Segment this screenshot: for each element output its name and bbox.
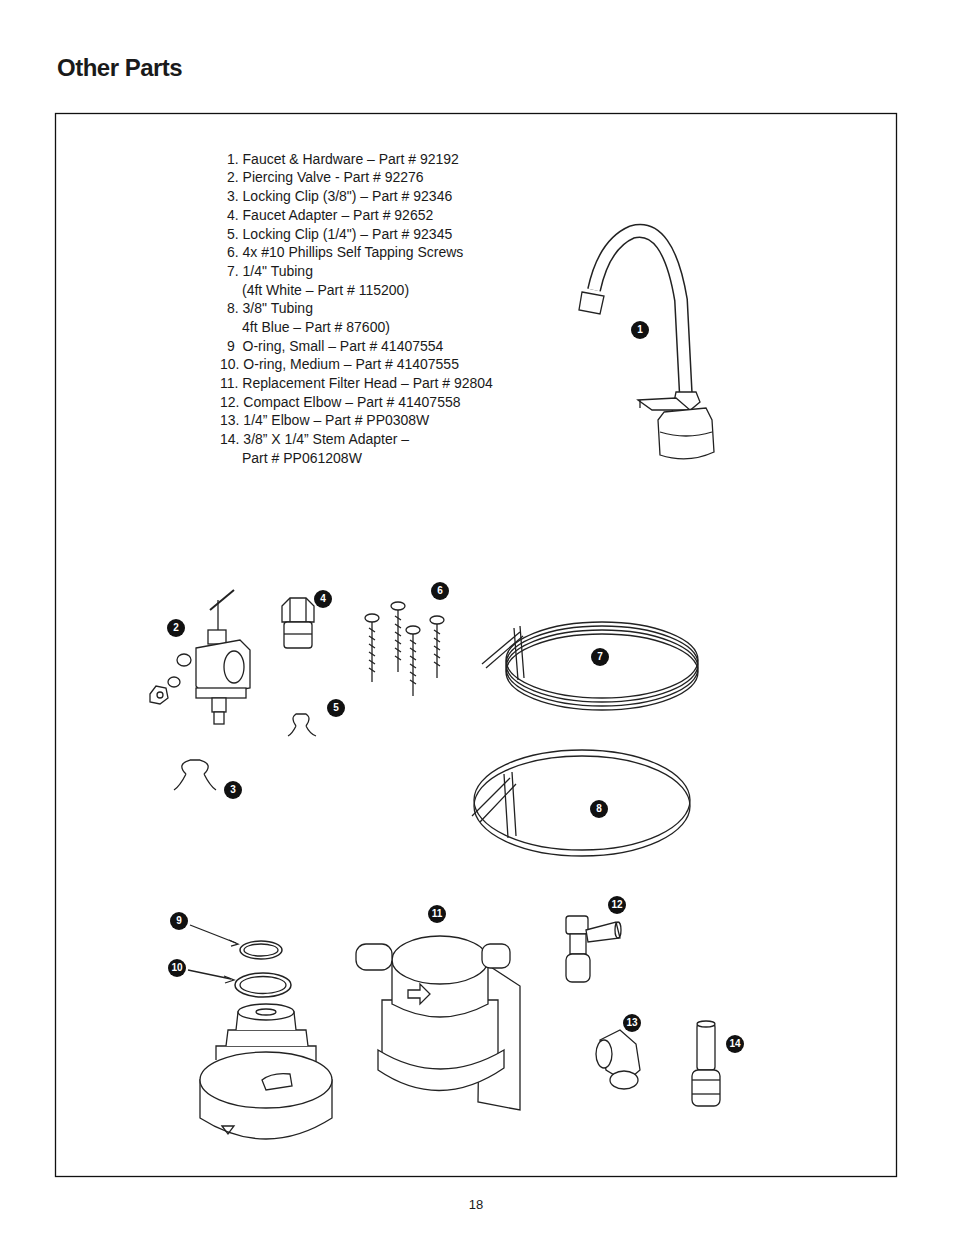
parts-list-line: 6. 4x #10 Phillips Self Tapping Screws (227, 244, 463, 260)
callout-number: 5 (327, 699, 345, 717)
faucet (579, 231, 714, 459)
parts-list-line: (4ft White – Part # 115200) (242, 282, 409, 298)
cartridge-base (200, 1004, 332, 1139)
locking-clip-large (174, 760, 216, 790)
callout-number: 8 (590, 800, 608, 818)
parts-list-line: 5. Locking Clip (1/4") – Part # 92345 (227, 226, 452, 242)
callout-number: 13 (623, 1014, 641, 1032)
callout-number: 7 (591, 648, 609, 666)
locking-clip-small (288, 714, 316, 736)
parts-list-line: 3. Locking Clip (3/8") – Part # 92346 (227, 188, 452, 204)
elbow (596, 1030, 640, 1089)
parts-list-line: 1. Faucet & Hardware – Part # 92192 (227, 151, 459, 167)
callout-number: 2 (167, 619, 185, 637)
piercing-valve (150, 590, 250, 724)
parts-list-line: 10. O-ring, Medium – Part # 41407555 (220, 356, 459, 372)
screws (365, 602, 444, 696)
parts-list-line: 4ft Blue – Part # 87600) (242, 319, 390, 335)
parts-list-line: 7. 1/4" Tubing (227, 263, 313, 279)
parts-list-line: 11. Replacement Filter Head – Part # 928… (220, 375, 493, 391)
callout-number: 4 (314, 590, 332, 608)
frame (56, 114, 897, 1177)
callout-number: 6 (431, 582, 449, 600)
parts-list-line: 2. Piercing Valve - Part # 92276 (227, 169, 424, 185)
callout-number: 9 (170, 912, 188, 930)
compact-elbow (566, 916, 621, 982)
callout-number: 12 (608, 896, 626, 914)
tubing-quarter (482, 622, 698, 710)
tubing-three-eighths (472, 750, 690, 856)
parts-list-line: 8. 3/8" Tubing (227, 300, 313, 316)
page-title: Other Parts (57, 54, 182, 82)
filter-head (356, 936, 520, 1110)
parts-list-line: 14. 3/8” X 1/4” Stem Adapter – (220, 431, 409, 447)
stem-adapter (692, 1021, 720, 1106)
parts-list-line: Part # PP061208W (242, 450, 362, 466)
callout-number: 14 (726, 1035, 744, 1053)
callout-number: 11 (428, 905, 446, 923)
parts-list-line: 9 O-ring, Small – Part # 41407554 (227, 338, 443, 354)
page-number: 18 (469, 1197, 483, 1212)
parts-list-line: 13. 1/4” Elbow – Part # PP0308W (220, 412, 429, 428)
parts-list-line: 12. Compact Elbow – Part # 41407558 (220, 394, 461, 410)
faucet-adapter (282, 598, 314, 648)
callout-number: 10 (168, 959, 186, 977)
callout-number: 3 (224, 781, 242, 799)
o-rings (188, 925, 291, 997)
callout-number: 1 (631, 321, 649, 339)
parts-list-line: 4. Faucet Adapter – Part # 92652 (227, 207, 433, 223)
